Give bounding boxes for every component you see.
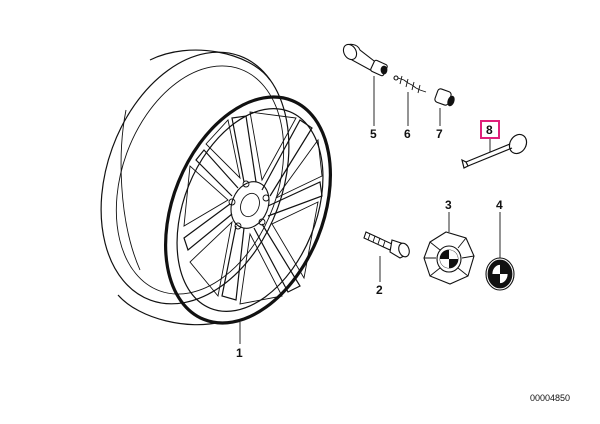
valve-stem[interactable] <box>341 42 388 77</box>
callout-6[interactable]: 6 <box>404 127 411 141</box>
wheel-bolt[interactable] <box>363 231 411 259</box>
wheel-rim[interactable] <box>68 26 362 348</box>
callout-4[interactable]: 4 <box>496 198 503 212</box>
document-number: 00004850 <box>530 393 570 403</box>
leader-lines <box>239 76 501 344</box>
callout-8-highlight <box>480 120 500 139</box>
removal-tool[interactable] <box>461 131 530 169</box>
callout-2[interactable]: 2 <box>376 283 383 297</box>
hub-cap[interactable] <box>423 231 475 285</box>
valve-core[interactable] <box>393 75 427 94</box>
callout-7[interactable]: 7 <box>436 127 443 141</box>
valve-cap[interactable] <box>434 88 456 107</box>
callout-1[interactable]: 1 <box>236 346 243 360</box>
callout-5[interactable]: 5 <box>370 127 377 141</box>
bmw-emblem[interactable] <box>485 257 515 291</box>
callout-3[interactable]: 3 <box>445 198 452 212</box>
callout-8[interactable]: 8 <box>486 123 493 137</box>
